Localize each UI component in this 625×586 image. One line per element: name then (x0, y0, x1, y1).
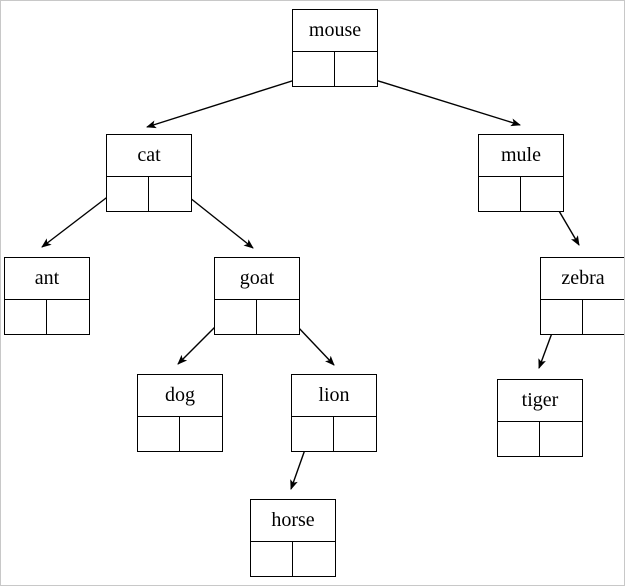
node-pointer-cells-dog (138, 417, 222, 451)
node-label-lion: lion (292, 375, 376, 417)
node-label-tiger: tiger (498, 380, 582, 422)
node-right-pointer-goat[interactable] (257, 300, 299, 334)
node-left-pointer-ant[interactable] (5, 300, 47, 334)
node-cat[interactable]: cat (106, 134, 192, 212)
node-label-mule: mule (479, 135, 563, 177)
node-right-pointer-lion[interactable] (334, 417, 376, 451)
node-left-pointer-mouse[interactable] (293, 52, 335, 86)
node-right-pointer-dog[interactable] (180, 417, 222, 451)
node-goat[interactable]: goat (214, 257, 300, 335)
node-left-pointer-tiger[interactable] (498, 422, 540, 456)
node-ant[interactable]: ant (4, 257, 90, 335)
node-right-pointer-zebra[interactable] (583, 300, 624, 334)
node-pointer-cells-mule (479, 177, 563, 211)
node-right-pointer-tiger[interactable] (540, 422, 582, 456)
node-right-pointer-horse[interactable] (293, 542, 335, 576)
node-right-pointer-cat[interactable] (149, 177, 191, 211)
node-pointer-cells-horse (251, 542, 335, 576)
node-left-pointer-goat[interactable] (215, 300, 257, 334)
node-horse[interactable]: horse (250, 499, 336, 577)
node-left-pointer-cat[interactable] (107, 177, 149, 211)
node-mule[interactable]: mule (478, 134, 564, 212)
node-pointer-cells-goat (215, 300, 299, 334)
edge-mouse-to-cat (146, 73, 315, 129)
node-label-horse: horse (251, 500, 335, 542)
node-pointer-cells-zebra (541, 300, 624, 334)
node-label-goat: goat (215, 258, 299, 300)
node-tiger[interactable]: tiger (497, 379, 583, 457)
node-right-pointer-ant[interactable] (47, 300, 89, 334)
node-right-pointer-mule[interactable] (521, 177, 563, 211)
node-left-pointer-zebra[interactable] (541, 300, 583, 334)
node-pointer-cells-tiger (498, 422, 582, 456)
node-left-pointer-horse[interactable] (251, 542, 293, 576)
edge-mouse-to-mule (355, 73, 521, 127)
node-left-pointer-lion[interactable] (292, 417, 334, 451)
node-mouse[interactable]: mouse (292, 9, 378, 87)
node-pointer-cells-lion (292, 417, 376, 451)
node-label-ant: ant (5, 258, 89, 300)
node-left-pointer-mule[interactable] (479, 177, 521, 211)
node-label-zebra: zebra (541, 258, 624, 300)
node-lion[interactable]: lion (291, 374, 377, 452)
node-zebra[interactable]: zebra (540, 257, 624, 335)
node-pointer-cells-ant (5, 300, 89, 334)
node-label-dog: dog (138, 375, 222, 417)
node-label-cat: cat (107, 135, 191, 177)
node-pointer-cells-mouse (293, 52, 377, 86)
node-left-pointer-dog[interactable] (138, 417, 180, 451)
node-pointer-cells-cat (107, 177, 191, 211)
node-label-mouse: mouse (293, 10, 377, 52)
node-right-pointer-mouse[interactable] (335, 52, 377, 86)
node-dog[interactable]: dog (137, 374, 223, 452)
